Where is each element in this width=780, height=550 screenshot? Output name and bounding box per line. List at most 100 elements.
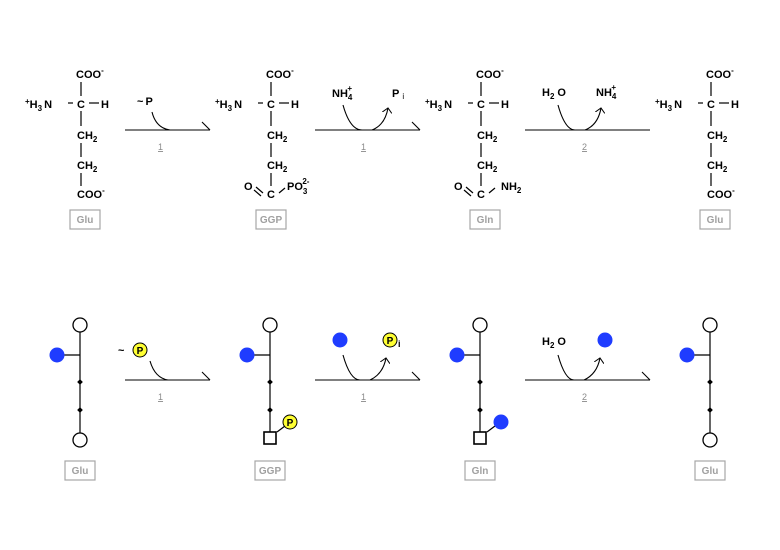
pi-subscript: i	[398, 339, 401, 349]
step-number: 1	[361, 392, 366, 402]
input-curve	[342, 104, 363, 131]
phosphate-tilde: ~	[118, 345, 125, 357]
step-number: 1	[158, 142, 163, 152]
reactant-atp-phosphate: ~P	[137, 96, 153, 108]
phosphate-label: P	[137, 346, 144, 357]
step-number: 2	[582, 392, 587, 402]
methylene-node	[267, 407, 273, 413]
double-bond	[255, 186, 264, 194]
alpha-carbon: C	[267, 99, 275, 111]
bond	[278, 187, 286, 194]
molecule-name-box	[469, 209, 501, 230]
phosphate-yellow-circle	[282, 414, 298, 430]
molecule-name-box	[255, 209, 287, 230]
amide-group: NH2	[501, 181, 522, 195]
bond	[488, 187, 496, 194]
output-curve	[583, 358, 600, 381]
methylene-2: CH2	[267, 160, 288, 174]
carboxylate-top: COO-	[266, 66, 294, 81]
amine-blue-dot	[449, 347, 465, 363]
carboxyl-circle-bottom	[702, 432, 718, 448]
acyl-square	[473, 431, 487, 445]
acyl-carbon: C	[267, 189, 275, 201]
schematic-reaction-arrow-1: ~ P 1	[118, 342, 211, 402]
carboxyl-circle-top	[72, 317, 88, 333]
alpha-carbon: C	[707, 99, 715, 111]
methylene-node	[707, 379, 713, 385]
product-ammonium: NH4+	[596, 83, 617, 101]
double-bond	[465, 186, 474, 194]
schematic-name-glu: Glu	[72, 466, 89, 477]
phosphate-bond	[276, 425, 286, 433]
step-number: 1	[361, 142, 366, 152]
double-bond	[253, 189, 262, 197]
methylene-node	[477, 407, 483, 413]
methylene-node	[267, 379, 273, 385]
input-curve	[557, 104, 576, 131]
molecule-name-box	[694, 460, 726, 481]
output-curve	[369, 358, 386, 381]
carboxyl-circle-bottom	[72, 432, 88, 448]
reaction-arrow-1: ~P 1	[125, 96, 211, 152]
schematic-name-gln: Gln	[472, 466, 489, 477]
carboxylate-top: COO-	[706, 66, 734, 81]
alpha-hydrogen: H	[101, 99, 109, 111]
amine-blue-dot	[239, 347, 255, 363]
input-curve	[149, 360, 169, 381]
molecule-name-box	[464, 460, 496, 481]
schematic-ggp: P GGP	[239, 317, 298, 481]
schematic-name-ggp: GGP	[259, 466, 282, 477]
molecule-name-box	[69, 209, 101, 230]
schematic-name-glu: Glu	[702, 466, 719, 477]
phosphate-group: PO32-	[287, 177, 310, 196]
molecule-name-box	[254, 460, 286, 481]
methylene-2: CH2	[477, 160, 498, 174]
ammonium-blue-dot	[332, 332, 348, 348]
arrowhead-half	[411, 121, 421, 131]
schematic-gln: Gln	[449, 317, 509, 481]
arrowhead-half	[641, 371, 651, 381]
carbonyl-oxygen: O	[454, 181, 463, 193]
molecule-name-glu: Glu	[707, 215, 724, 226]
methylene-1: CH2	[707, 130, 728, 144]
amine-blue-dot	[679, 347, 695, 363]
carboxyl-circle-top	[472, 317, 488, 333]
alpha-carbon: C	[77, 99, 85, 111]
schematic-glu: Glu	[679, 317, 726, 481]
methylene-1: CH2	[267, 130, 288, 144]
schematic-glu: Glu	[49, 317, 96, 481]
methylene-2: CH2	[707, 160, 728, 174]
arrowhead-half	[411, 371, 421, 381]
methylene-node	[477, 379, 483, 385]
acyl-carbon: C	[477, 189, 485, 201]
step-number: 2	[582, 142, 587, 152]
methylene-2: CH2	[77, 160, 98, 174]
amide-bond	[486, 425, 496, 433]
alpha-hydrogen: H	[731, 99, 739, 111]
molecule-name-box	[699, 209, 731, 230]
phosphate-label: P	[387, 336, 394, 347]
carboxylate-top: COO-	[476, 66, 504, 81]
acyl-square	[263, 431, 277, 445]
carbonyl-oxygen: O	[244, 181, 253, 193]
alpha-hydrogen: H	[291, 99, 299, 111]
ammonium-blue-dot	[597, 332, 613, 348]
input-curve	[557, 354, 575, 381]
phosphate-label: P	[287, 418, 294, 429]
molecule-name-ggp: GGP	[260, 215, 283, 226]
phosphate-yellow-circle	[132, 342, 148, 358]
carboxylate-top: COO-	[76, 66, 104, 81]
arrowhead-half	[201, 121, 211, 131]
methylene-node	[707, 407, 713, 413]
alpha-hydrogen: H	[501, 99, 509, 111]
